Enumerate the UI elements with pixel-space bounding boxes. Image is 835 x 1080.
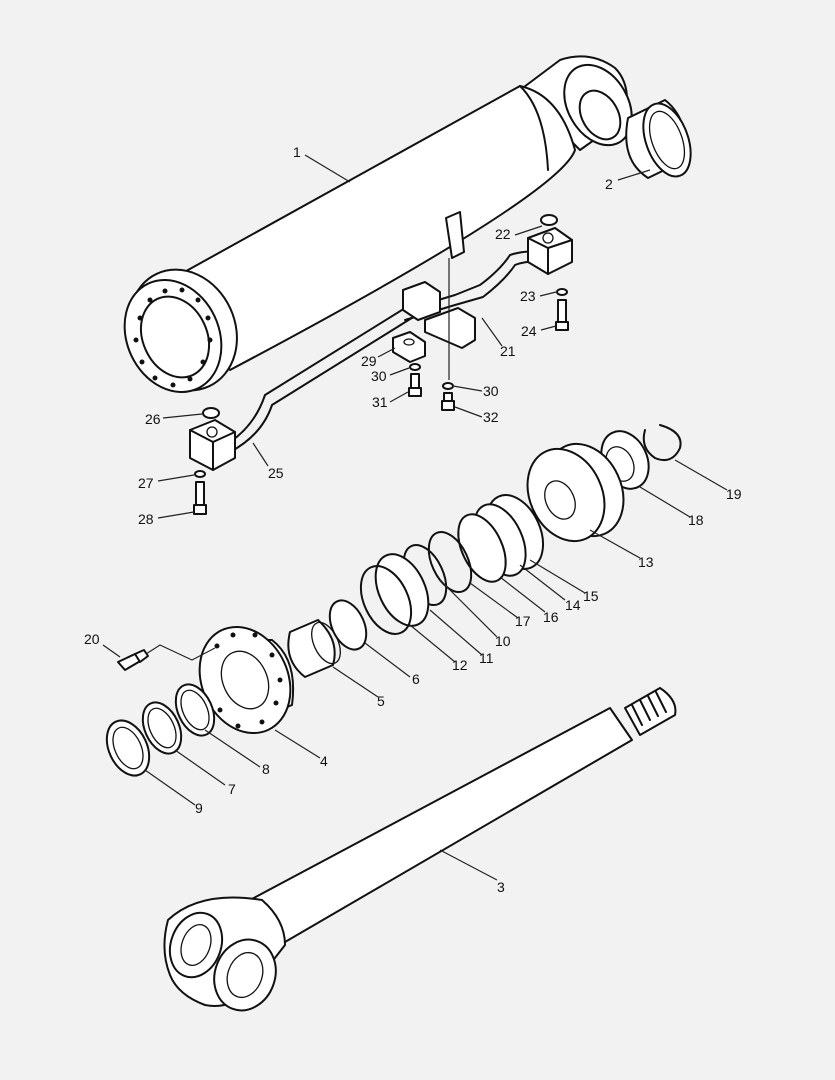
label-24: 24 xyxy=(521,323,537,339)
part-23-washer xyxy=(556,288,568,296)
label-15: 15 xyxy=(583,588,599,604)
part-29-clamp xyxy=(392,331,426,363)
part-32-bolt xyxy=(441,392,455,411)
part-1-cylinder-tube xyxy=(123,55,633,394)
label-28: 28 xyxy=(138,511,154,527)
part-9-wiper xyxy=(105,719,151,777)
part-7-ring xyxy=(141,701,183,755)
part-17-ring xyxy=(427,531,473,593)
label-19: 19 xyxy=(726,486,742,502)
label-12: 12 xyxy=(452,657,468,673)
label-7: 7 xyxy=(228,781,236,797)
label-27: 27 xyxy=(138,475,154,491)
part-24-bolt xyxy=(555,299,569,331)
label-11: 11 xyxy=(479,650,494,666)
label-16: 16 xyxy=(543,609,559,625)
label-17: 17 xyxy=(515,613,531,629)
label-22: 22 xyxy=(495,226,511,242)
part-11-seal xyxy=(374,553,430,627)
part-8-seal xyxy=(174,683,216,737)
label-23: 23 xyxy=(520,288,536,304)
part-3-piston-rod xyxy=(163,687,677,1012)
label-4: 4 xyxy=(320,753,328,769)
part-30-washer-right xyxy=(442,382,454,390)
label-1: 1 xyxy=(293,144,301,160)
label-30-right: 30 xyxy=(483,383,499,399)
label-14: 14 xyxy=(565,597,581,613)
label-6: 6 xyxy=(412,671,420,687)
label-5: 5 xyxy=(377,693,385,709)
label-31: 31 xyxy=(372,394,388,410)
part-20-bolt xyxy=(117,644,216,671)
part-25-pipe xyxy=(189,281,441,471)
label-2: 2 xyxy=(605,176,613,192)
part-22-o-ring xyxy=(540,214,558,226)
label-9: 9 xyxy=(195,800,203,816)
label-10: 10 xyxy=(495,633,511,649)
label-25: 25 xyxy=(268,465,284,481)
label-20: 20 xyxy=(84,631,100,647)
part-26-o-ring xyxy=(202,407,220,419)
label-8: 8 xyxy=(262,761,270,777)
label-13: 13 xyxy=(638,554,654,570)
part-12-ring xyxy=(359,565,413,635)
label-21: 21 xyxy=(500,343,516,359)
label-32: 32 xyxy=(483,409,499,425)
part-4-cylinder-head xyxy=(198,625,295,735)
part-30-washer-left xyxy=(409,363,421,371)
part-31-bolt xyxy=(408,373,422,397)
part-27-washer xyxy=(194,470,206,478)
label-3: 3 xyxy=(497,879,505,895)
label-26: 26 xyxy=(145,411,161,427)
part-5-bushing xyxy=(287,619,341,678)
label-30-left: 30 xyxy=(371,368,387,384)
part-19-snap-ring xyxy=(642,424,682,461)
part-28-bolt xyxy=(193,481,207,515)
part-21-pipe xyxy=(404,227,573,349)
label-18: 18 xyxy=(688,512,704,528)
leader-lines xyxy=(102,154,728,881)
part-13-piston xyxy=(526,442,625,543)
label-29: 29 xyxy=(361,353,377,369)
callout-labels: 1 2 3 4 5 6 7 8 9 10 11 12 13 14 15 16 1… xyxy=(84,144,742,895)
part-2-bushing xyxy=(625,99,692,179)
